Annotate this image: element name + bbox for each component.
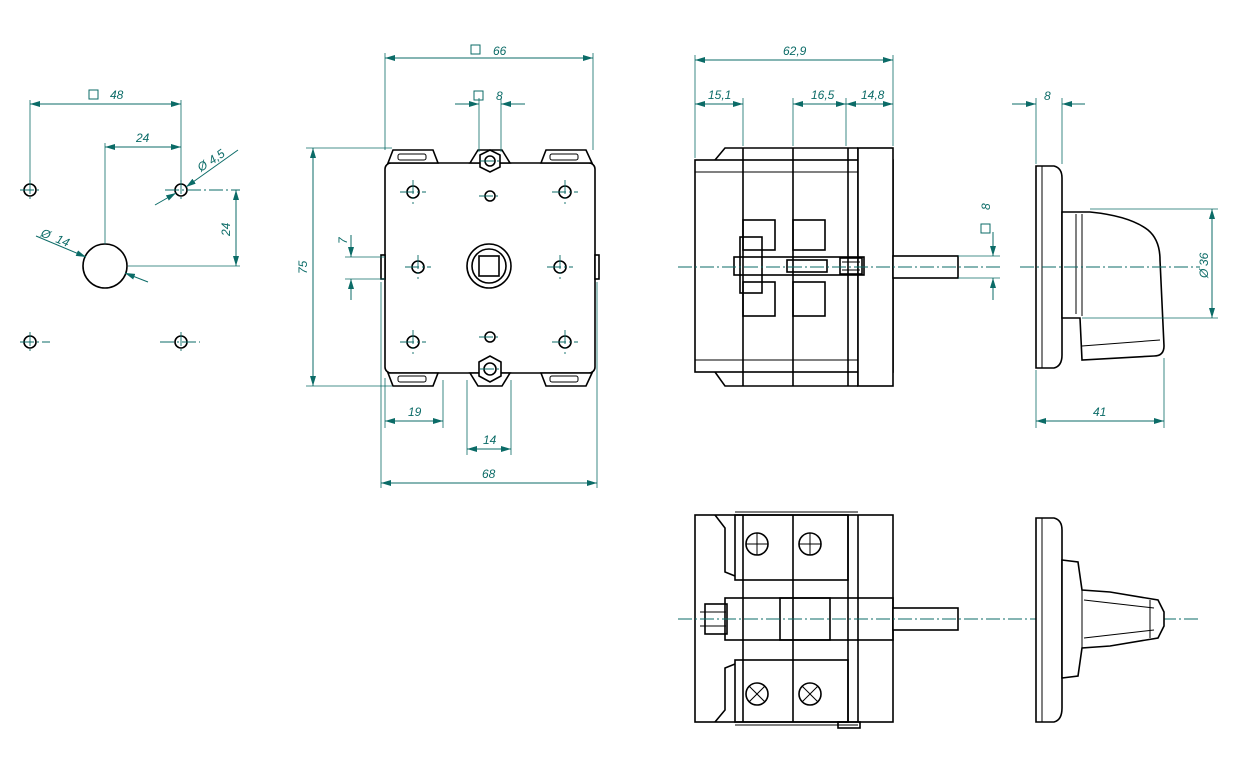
mounting-hole-bottom-right — [160, 332, 200, 352]
dimension-16-5: 16,5 — [792, 88, 847, 146]
dimension-square-8-front: 8 — [455, 89, 525, 152]
dimension-48: 48 — [29, 88, 182, 182]
diameter-symbol-3: Ø — [1197, 268, 1211, 279]
knob-plate-top — [1035, 517, 1063, 723]
mounting-hole-top-left — [20, 180, 40, 200]
dimension-15-1: 15,1 — [695, 88, 744, 146]
mounting-hole-top-right — [165, 180, 240, 200]
dimension-8-knob: 8 — [1012, 89, 1085, 164]
mounting-hole-bottom-left — [20, 332, 50, 352]
dim-label-68: 68 — [482, 467, 496, 481]
dimension-24-vertical: 24 — [219, 190, 239, 266]
top-body — [694, 514, 894, 723]
dim-label-62-9: 62,9 — [783, 44, 807, 58]
dim-label-8-front: 8 — [496, 89, 503, 103]
knob-top-view — [1035, 517, 1165, 723]
dim-label-75: 75 — [296, 260, 310, 274]
dimension-14-front: 14 — [466, 380, 512, 455]
top-body-details — [700, 511, 894, 729]
front-shaft — [466, 243, 512, 289]
diameter-symbol-2: Ø — [38, 225, 53, 242]
terminal-screw-2 — [798, 532, 822, 556]
dim-label-8-knob: 8 — [1044, 89, 1051, 103]
terminal-screw-4 — [798, 682, 822, 706]
dimension-dia-14: Ø 14 — [35, 225, 149, 283]
dim-label-41: 41 — [1093, 405, 1106, 419]
front-view: 66 8 75 7 1 — [296, 44, 600, 488]
knob-handle — [1061, 211, 1165, 361]
center-hole — [82, 143, 240, 289]
dimension-68: 68 — [380, 282, 598, 488]
dim-label-16-5: 16,5 — [811, 88, 835, 102]
dim-label-66: 66 — [493, 44, 507, 58]
dimension-square-8-shaft: 8 — [958, 203, 1000, 300]
dimension-19: 19 — [384, 378, 444, 428]
dimension-24-horizontal: 24 — [105, 131, 181, 150]
dimension-41: 41 — [1035, 358, 1165, 428]
dim-label-8-shaft: 8 — [979, 203, 993, 210]
side-view: 62,9 15,1 16,5 14,8 8 — [678, 44, 1000, 387]
mounting-hole-pattern: 48 24 Ø 4,5 24 Ø 14 — [20, 88, 240, 352]
front-center-lines — [400, 160, 578, 370]
dim-label-15-1: 15,1 — [708, 88, 731, 102]
knob-handle-top — [1061, 559, 1165, 679]
dim-label-48: 48 — [110, 88, 124, 102]
dim-label-36: 36 — [1197, 252, 1211, 266]
dim-label-7: 7 — [336, 236, 350, 244]
dimension-7: 7 — [336, 235, 385, 300]
dimension-dia-4-5: Ø 4,5 — [154, 146, 239, 206]
knob-side-view: 8 Ø 36 41 — [1012, 89, 1218, 428]
dim-label-24-v: 24 — [219, 222, 233, 237]
dimension-dia-36: Ø 36 — [1082, 208, 1218, 319]
dim-label-14-8: 14,8 — [861, 88, 885, 102]
dim-label-24-h: 24 — [135, 131, 150, 145]
dim-label-14: 14 — [54, 232, 72, 250]
terminal-screw-3 — [745, 682, 769, 706]
dimension-66: 66 — [384, 44, 594, 150]
dimension-75: 75 — [296, 147, 392, 387]
terminal-screw-1 — [745, 532, 769, 556]
dim-label-4-5: 4,5 — [206, 146, 228, 167]
dimension-14-8: 14,8 — [846, 88, 893, 107]
dim-label-14-front: 14 — [483, 433, 497, 447]
dim-label-19: 19 — [408, 405, 422, 419]
top-view — [678, 511, 1200, 729]
